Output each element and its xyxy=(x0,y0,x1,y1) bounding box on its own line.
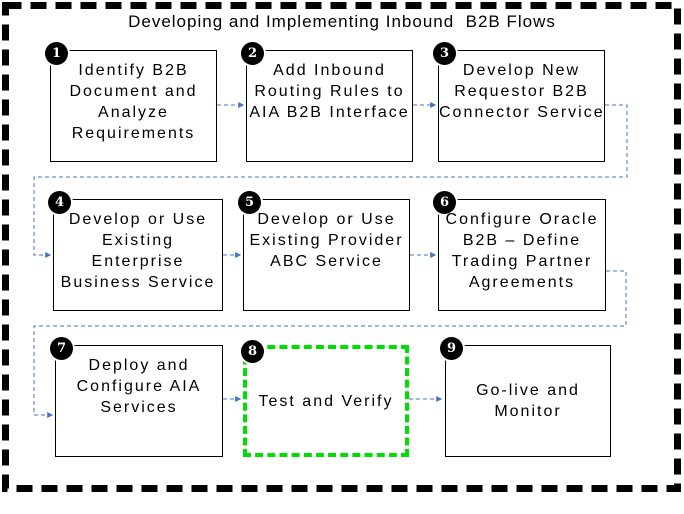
step-1-number-badge: 1 xyxy=(45,42,68,65)
step-box-4: 4 Develop or Use Existing Enterprise Bus… xyxy=(48,191,223,311)
step-3-label: Develop New Requestor B2B Connector Serv… xyxy=(439,62,605,121)
step-6-number-badge: 6 xyxy=(433,191,456,214)
step-5-label: Develop or Use Existing Provider ABC Ser… xyxy=(249,211,404,270)
step-9-label: Go-live and Monitor xyxy=(476,382,580,420)
step-box-7: 7 Deploy and Configure AIA Services xyxy=(50,337,223,457)
figure-dashed-border xyxy=(2,2,681,492)
step-9-number-badge: 9 xyxy=(440,337,463,360)
step-6-label: Configure Oracle B2B – Define Trading Pa… xyxy=(445,211,599,291)
step-2-number-badge: 2 xyxy=(241,42,264,65)
step-7-label: Deploy and Configure AIA Services xyxy=(76,357,202,416)
step-5-number-badge: 5 xyxy=(238,191,261,214)
step-8-number-badge: 8 xyxy=(241,340,264,363)
step-4-number-badge: 4 xyxy=(48,191,71,214)
step-box-6: 6 Configure Oracle B2B – Define Trading … xyxy=(433,191,606,311)
diagram-title: Developing and Implementing Inbound B2B … xyxy=(128,12,556,31)
step-box-1: 1 Identify B2B Document and Analyze Requ… xyxy=(45,42,217,162)
step-3-number-badge: 3 xyxy=(433,42,456,65)
step-box-5: 5 Develop or Use Existing Provider ABC S… xyxy=(238,191,410,311)
step-7-number-badge: 7 xyxy=(50,337,73,360)
step-4-label: Develop or Use Existing Enterprise Busin… xyxy=(60,211,216,291)
step-box-9: 9 Go-live and Monitor xyxy=(440,337,611,457)
step-box-2: 2 Add Inbound Routing Rules to AIA B2B I… xyxy=(241,42,413,162)
step-1-label: Identify B2B Document and Analyze Requir… xyxy=(69,62,198,142)
step-box-3: 3 Develop New Requestor B2B Connector Se… xyxy=(433,42,605,162)
step-8-label: Test and Verify xyxy=(258,392,394,410)
step-2-label: Add Inbound Routing Rules to AIA B2B Int… xyxy=(249,62,410,121)
step-box-8-highlighted: 8 Test and Verify xyxy=(241,340,409,457)
connector-step6-step7 xyxy=(33,270,627,418)
